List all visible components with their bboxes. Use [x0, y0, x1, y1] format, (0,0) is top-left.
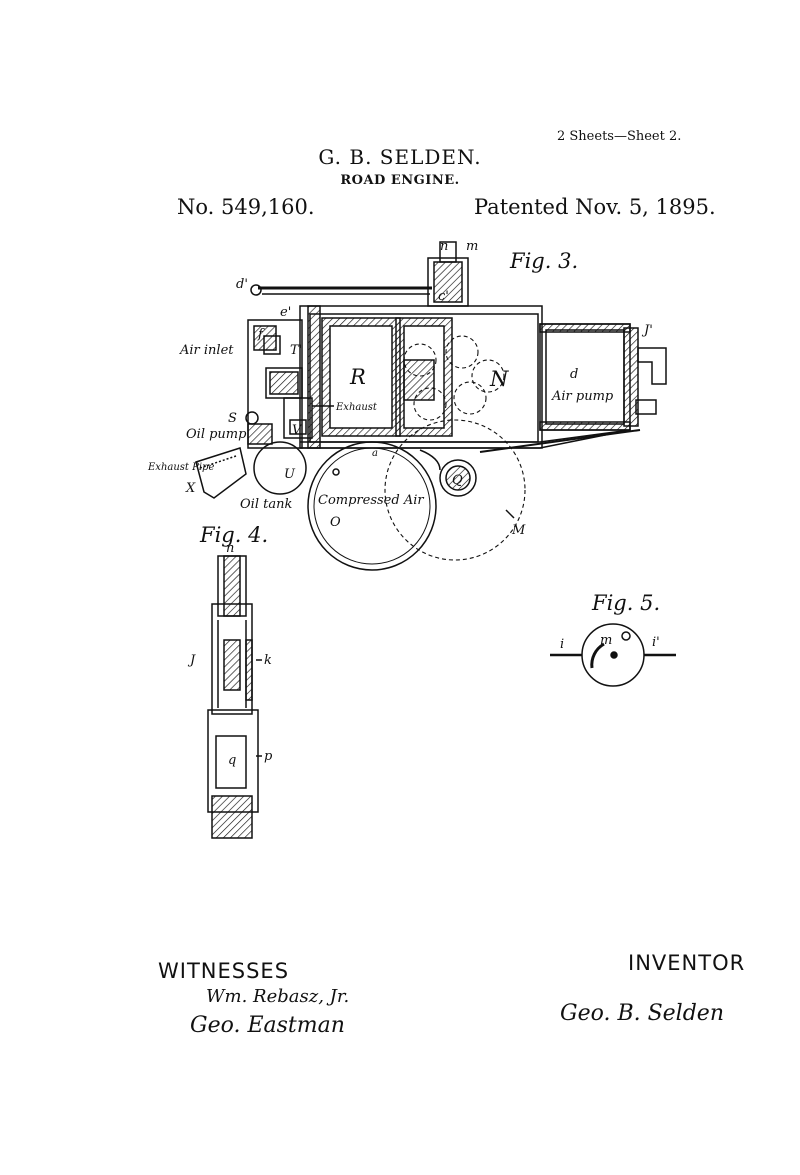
fig3-oil-pump: [247, 423, 273, 445]
witness-2-signature: Geo. Eastman: [190, 1013, 345, 1038]
fig5-label-i: i: [560, 637, 564, 652]
fig3-label-r: R: [349, 365, 366, 389]
fig3-crank-circle-4: [453, 381, 487, 415]
fig3-drawing: [195, 241, 667, 571]
fig3-label-x: X: [185, 481, 196, 496]
fig3-label-q: Q: [452, 473, 463, 488]
fig3-shaft-q: [445, 465, 471, 491]
fig4-bottom-tube: [211, 795, 253, 839]
fig3-label-v: V: [292, 423, 303, 438]
fig4-label-p: p: [264, 749, 273, 764]
witness-1-signature: Wm. Rebasz, Jr.: [206, 986, 349, 1007]
fig4-label-q: q: [228, 753, 236, 768]
fig5-drawing: [550, 623, 676, 687]
patent-title: ROAD ENGINE.: [340, 173, 460, 188]
fig3-air-inlet-block: [253, 325, 277, 351]
fig3-crank-circle-2: [445, 335, 479, 369]
fig3-valve-tower-inner: [433, 261, 463, 303]
fig4-plunger-q: [215, 735, 247, 789]
patent-number: No. 549,160.: [177, 195, 315, 219]
fig3-label-f: f: [257, 327, 265, 342]
fig3-exhaust-pipe: [195, 447, 247, 499]
fig3-label-air-inlet: Air inlet: [179, 343, 234, 358]
fig3-air-pump-top-wall: [539, 323, 631, 333]
fig3-label-m: m: [466, 239, 478, 254]
fig3-frame-strut: [479, 429, 641, 453]
fig3-pump-head: [623, 327, 639, 427]
sheet-number: 2 Sheets—Sheet 2.: [557, 129, 682, 144]
fig3-label-j-prime: J': [641, 323, 653, 338]
fig3-valve-chamber-fill: [269, 371, 299, 395]
fig3-air-pump-cylinder: [539, 323, 631, 431]
fig3-frame-bracket: [419, 449, 441, 471]
fig3-valve-tower: [427, 257, 469, 307]
fig4-inner-rod: [223, 639, 241, 691]
fig4-drawing: [207, 555, 262, 839]
fig3-air-pump-bottom-wall: [539, 421, 631, 431]
fig3-tank-inlet: [332, 468, 340, 476]
fig3-oil-tank: [253, 441, 307, 495]
fig4-slot-k: [245, 639, 253, 701]
witnesses-heading: WITNESSES: [158, 959, 289, 983]
fig3-pump-valve: [637, 347, 667, 385]
fig3-label-t-prime: T': [290, 343, 302, 358]
fig3-m-leader: [505, 509, 515, 519]
fig3-air-inlet-port: [263, 335, 281, 355]
fig3-label-exhaust: Exhaust: [335, 402, 378, 413]
fig3-valve-v: [283, 397, 313, 439]
fig3-flywheel-m: [384, 419, 526, 561]
fig3-housing-wall-left: [307, 305, 321, 449]
fig5-contact-hole: [621, 631, 631, 641]
fig3-label-oil-tank: Oil tank: [240, 497, 292, 512]
fig5-title: Fig. 5.: [591, 591, 660, 615]
fig3-label-e-prime: e': [280, 305, 291, 320]
fig5-contact-arc: [590, 642, 605, 669]
inventor-name: G. B. SELDEN.: [318, 145, 482, 169]
fig3-labels: Fig. 3. n m d' c' e' f J' Air inlet T' R…: [147, 239, 653, 538]
inventor-heading: INVENTOR: [628, 951, 745, 975]
fig3-valve-v-inner: [289, 419, 307, 435]
fig3-label-o: O: [330, 515, 341, 530]
fig3-crank-circle-3: [471, 359, 505, 393]
fig3-air-pump-inner: [545, 329, 625, 425]
fig4-label-j: J: [187, 653, 196, 668]
fig3-pump-outlet: [635, 399, 657, 415]
fig5-label-i-prime: i': [652, 635, 660, 650]
fig5-label-m: m: [600, 633, 612, 648]
fig3-label-exhaust-pipe: Exhaust Pipe: [147, 462, 214, 473]
fig3-piston: [403, 359, 435, 401]
fig3-crank-circle-5: [413, 387, 447, 421]
patent-date: Patented Nov. 5, 1895.: [474, 195, 716, 219]
fig3-label-n-cap: N: [489, 367, 509, 391]
fig3-title: Fig. 3.: [509, 249, 578, 273]
fig3-label-c-prime: c': [438, 289, 449, 304]
fig3-pivot-d: [250, 284, 262, 296]
fig3-label-m-cap: M: [511, 523, 526, 538]
fig4-label-n: n: [226, 541, 234, 556]
fig3-valve-stem: [439, 241, 457, 263]
signature-block: WITNESSES Wm. Rebasz, Jr. Geo. Eastman I…: [158, 951, 745, 1038]
fig4-label-k: k: [264, 653, 272, 668]
fig5-labels: Fig. 5. i m i': [560, 591, 660, 652]
fig3-label-a: a: [372, 448, 378, 459]
fig4-top-tube-fill: [223, 555, 241, 617]
fig3-cylinder-r: [329, 325, 393, 429]
fig4-labels: Fig. 4. n J k q p: [187, 523, 273, 768]
fig5-center-pin: [610, 651, 618, 659]
fig3-label-s: S: [228, 411, 237, 426]
fig3-shaft-q-ring: [439, 459, 477, 497]
inventor-signature: Geo. B. Selden: [560, 1001, 724, 1026]
fig3-label-u: U: [284, 467, 296, 482]
fig3-base-frame: [300, 429, 631, 449]
fig3-label-compressed-air: Compressed Air: [318, 493, 424, 508]
fig3-crank-circle-1: [403, 343, 437, 377]
fig3-label-d-prime: d': [236, 277, 248, 292]
fig3-label-d: d: [570, 367, 578, 382]
fig4-title: Fig. 4.: [199, 523, 268, 547]
fig3-label-oil-pump: Oil pump: [186, 427, 247, 442]
fig3-label-air-pump: Air pump: [551, 389, 614, 404]
fig3-label-n: n: [440, 239, 448, 254]
